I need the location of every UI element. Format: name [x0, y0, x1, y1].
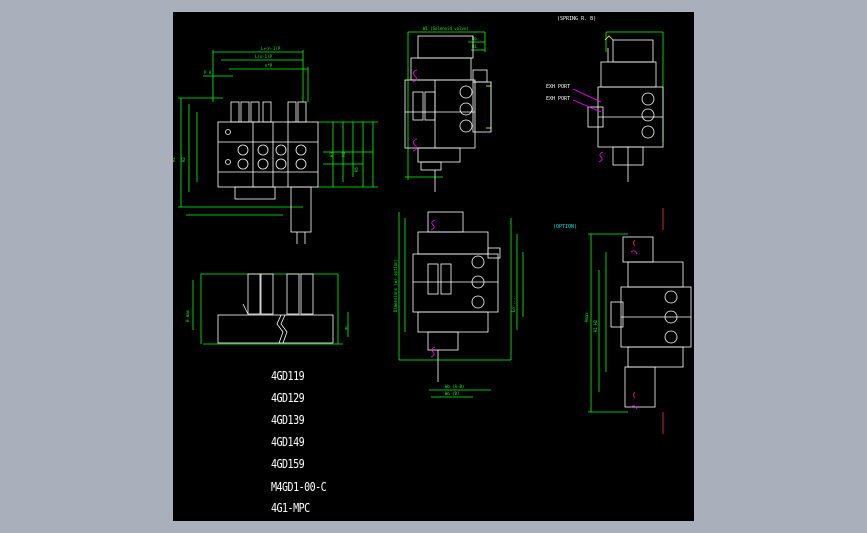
svg-text:Lo ...: Lo ...: [511, 298, 516, 312]
svg-text:H4: H4: [341, 152, 346, 157]
manifold-side-view: H max H: [185, 273, 349, 345]
svg-text:L+(n-1)P: L+(n-1)P: [261, 46, 281, 51]
port-label-1: EXH PORT: [546, 84, 571, 90]
svg-text:Dimensions (w/ option): Dimensions (w/ option): [393, 259, 398, 312]
view-caption: (SPRING R. B): [557, 16, 597, 22]
svg-text:Wo (A-B): Wo (A-B): [445, 384, 464, 389]
model-item: 4GD159: [271, 458, 305, 472]
model-item: 4GD139: [271, 414, 305, 428]
model-item: 4G1-MPC: [271, 502, 310, 516]
valve-view-a: W1 (Solenoid valve) Dp B1: [404, 26, 492, 192]
valve-view-b: [572, 31, 664, 182]
svg-text:B1: B1: [472, 44, 477, 49]
valve-view-c: Dimensions (w/ option) Lo ... Wo (A-B) W…: [393, 211, 524, 398]
svg-text:H1: H1: [173, 157, 176, 162]
svg-text:H3: H3: [329, 152, 334, 157]
svg-text:P A: P A: [204, 70, 212, 75]
drawing-sheet: L+(n-1)P L(n-1)P n*P P A H1 H2 H3 H4 H5: [173, 12, 694, 521]
manifold-plan-view: L+(n-1)P L(n-1)P n*P P A H1 H2 H3 H4 H5: [173, 46, 378, 244]
option-tag: (OPTION): [553, 224, 578, 230]
svg-text:H max: H max: [185, 309, 190, 322]
svg-text:H5: H5: [354, 167, 359, 172]
svg-text:Dp: Dp: [472, 36, 477, 41]
svg-text:H1 H2: H1 H2: [593, 319, 598, 332]
valve-view-d: Hmax H1 H2: [584, 208, 692, 434]
svg-text:Hmax: Hmax: [584, 312, 589, 322]
cad-drawing: L+(n-1)P L(n-1)P n*P P A H1 H2 H3 H4 H5: [173, 26, 692, 434]
model-item: 4GD119: [271, 370, 305, 384]
svg-text:Wo (B): Wo (B): [445, 391, 459, 396]
model-item: M4GD1-00-C: [271, 481, 327, 495]
svg-text:H: H: [345, 326, 348, 331]
svg-text:n*P: n*P: [265, 63, 273, 68]
svg-text:L(n-1)P: L(n-1)P: [255, 54, 272, 59]
port-label-2: EXH PORT: [546, 96, 571, 102]
svg-text:H2: H2: [181, 157, 186, 162]
svg-text:W1 (Solenoid valve): W1 (Solenoid valve): [423, 26, 469, 31]
model-item: 4GD149: [271, 436, 305, 450]
model-item: 4GD129: [271, 392, 305, 406]
